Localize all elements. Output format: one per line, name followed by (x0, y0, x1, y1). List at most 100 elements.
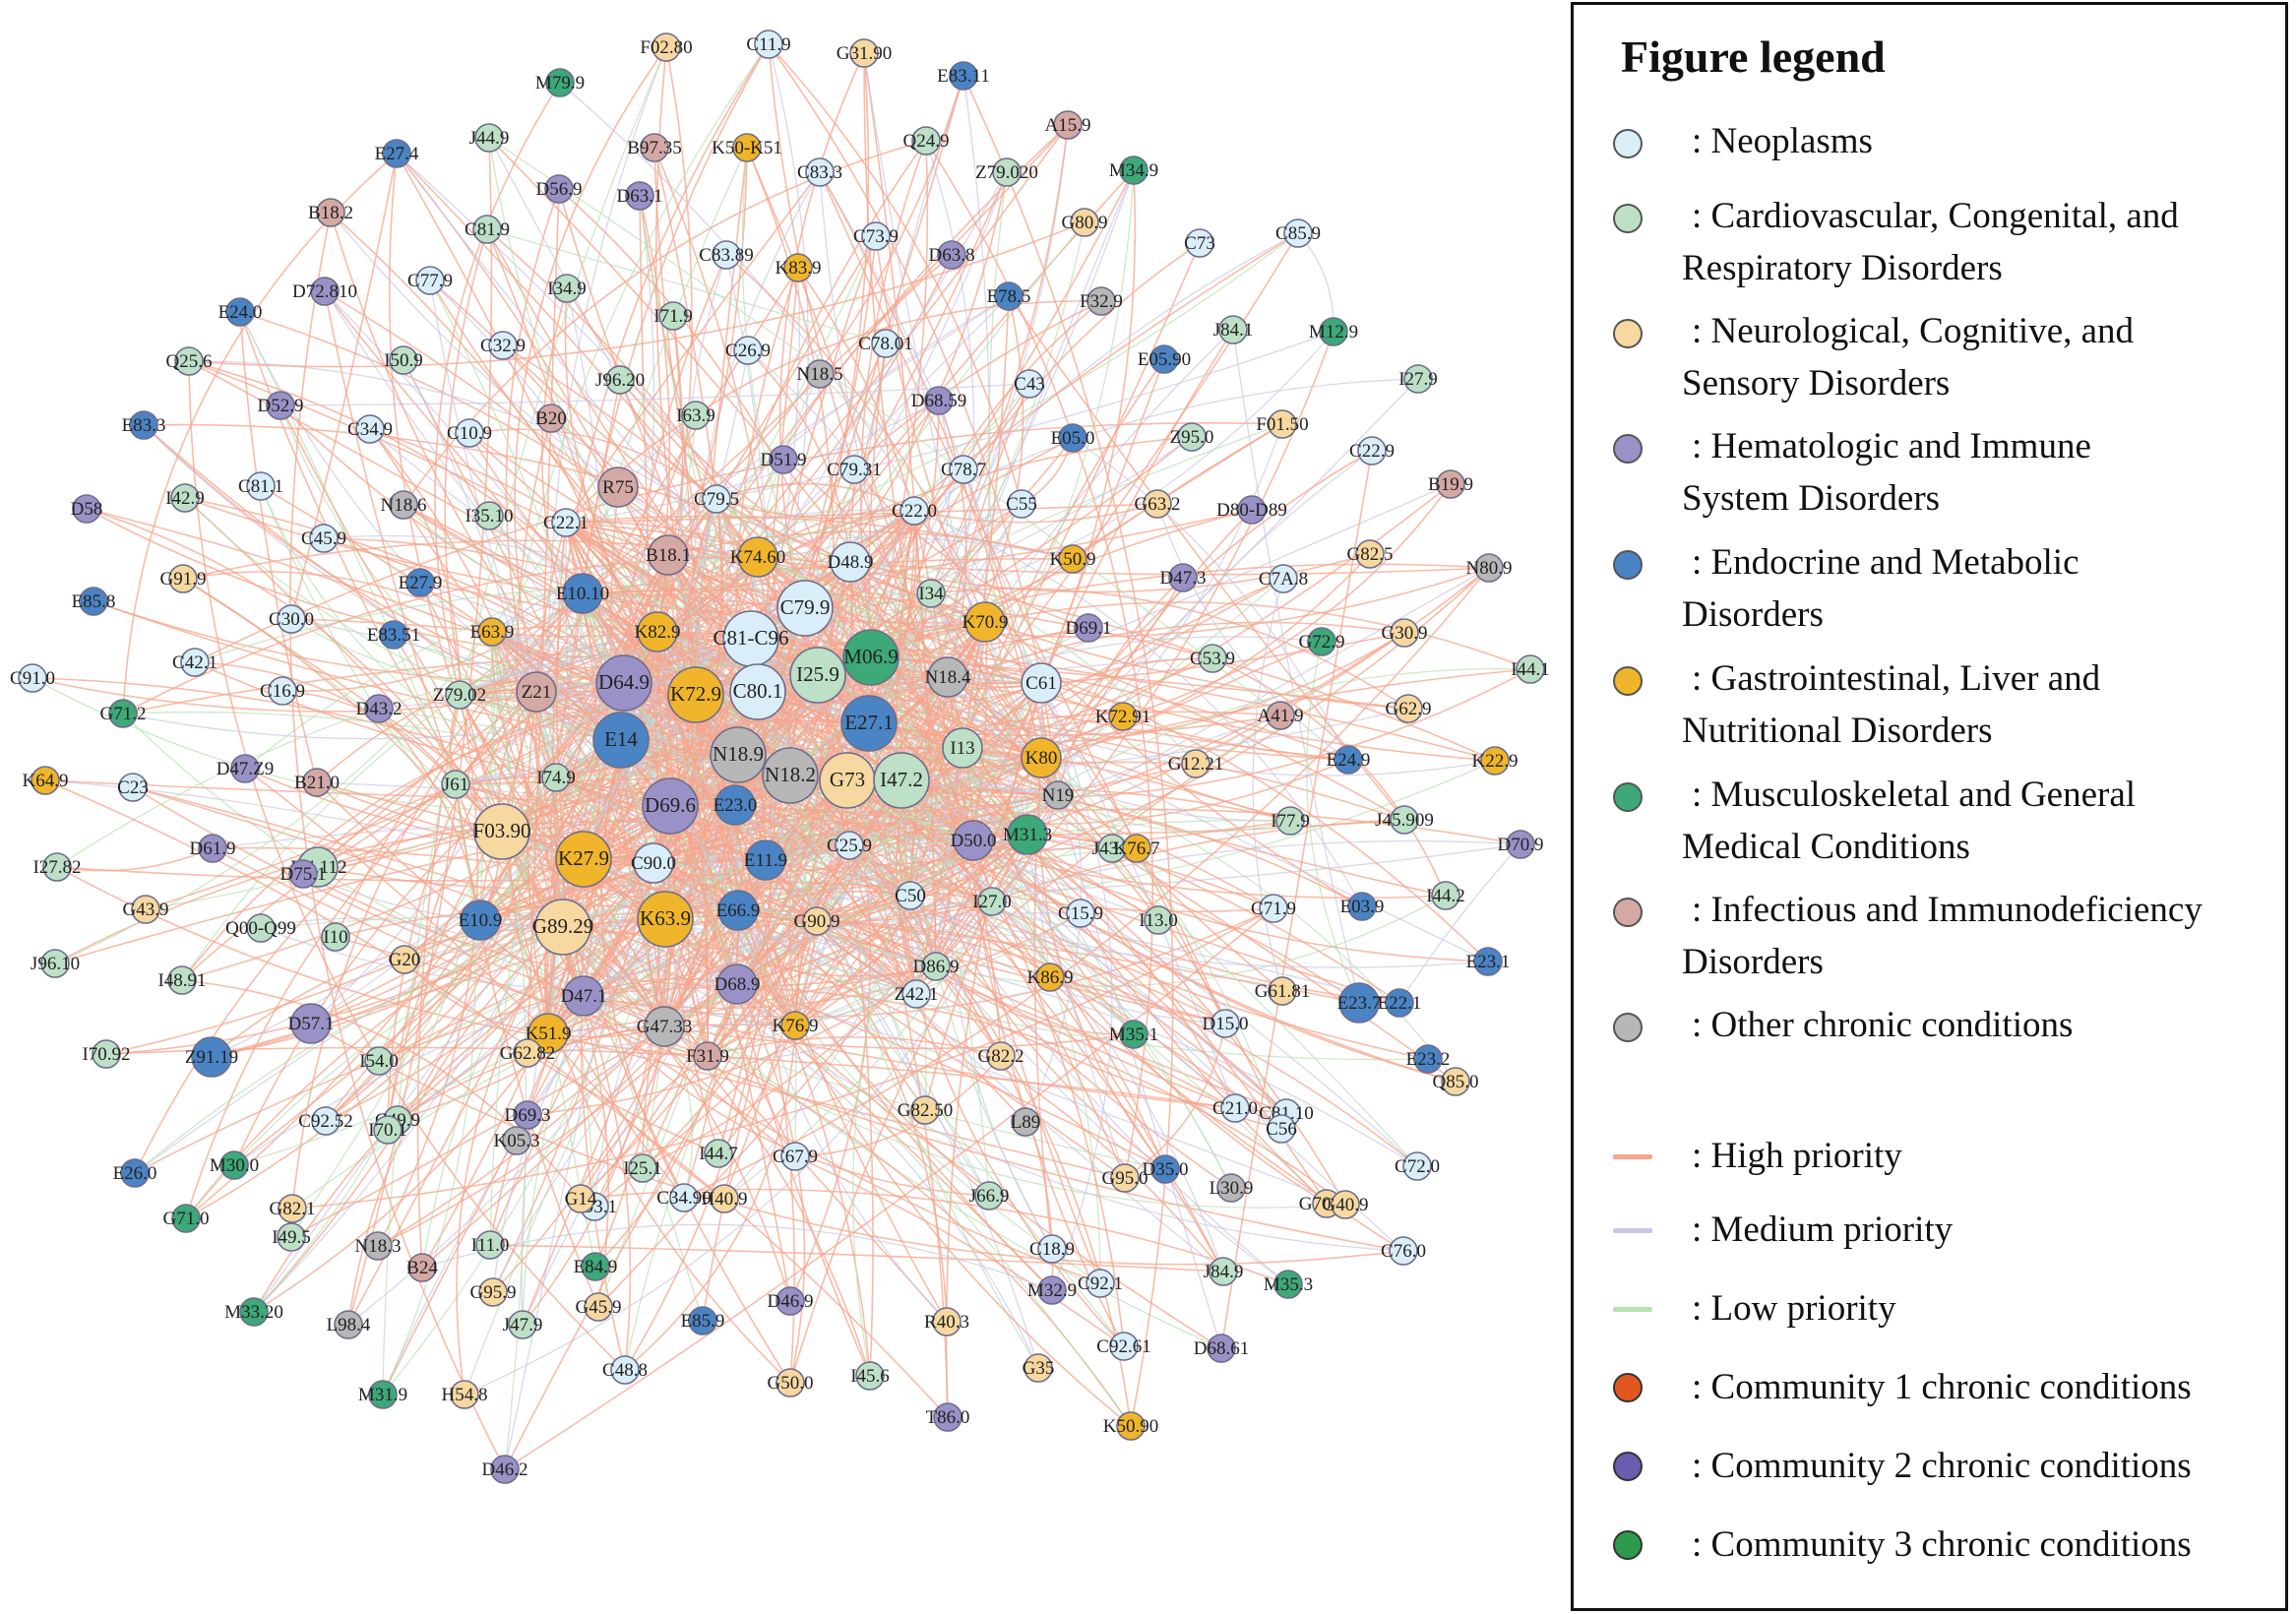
node-label: I63.9 (676, 405, 715, 426)
node-f03-90: F03.90 (473, 803, 530, 860)
node-label: C32.9 (480, 336, 526, 356)
node-circle (508, 1310, 537, 1339)
edge-low-priority (848, 844, 937, 967)
node-label: K22.9 (1472, 751, 1519, 772)
node-label: M30.0 (210, 1155, 259, 1176)
node-circle (191, 1036, 232, 1078)
node-label: B97.35 (627, 138, 681, 158)
node-z95-0: Z95.0 (1170, 422, 1213, 452)
node-circle (776, 1368, 805, 1397)
node-label: I70.1 (368, 1120, 407, 1141)
node-label: G82.1 (270, 1199, 316, 1219)
node-circle (737, 536, 778, 578)
node-circle (455, 418, 484, 448)
node-label: D52.9 (258, 396, 304, 416)
node-label: G90.9 (794, 911, 840, 932)
node-e26-0: E26.0 (113, 1158, 156, 1188)
edge-high-priority (547, 498, 722, 1034)
edge-high-priority (488, 137, 949, 678)
legend-label-continued: Nutritional Disorders (1682, 711, 1993, 751)
node-k86-9: K86.9 (1027, 962, 1073, 992)
node-label: F31.9 (686, 1046, 729, 1067)
node-label: K74.60 (730, 547, 785, 568)
node-circle (415, 266, 445, 295)
node-d56-9: D56.9 (536, 174, 582, 204)
node-circle (901, 979, 931, 1009)
node-label: R75 (602, 477, 634, 498)
node-c48-8: C48.8 (602, 1355, 648, 1385)
node-r75: R75 (597, 466, 639, 508)
node-i11-0: I11.0 (471, 1230, 509, 1260)
node-d51-9: D51.9 (761, 445, 806, 474)
node-c25-9: C25.9 (827, 831, 872, 860)
node-circle (552, 274, 582, 303)
edge-high-priority (653, 147, 717, 500)
node-e11-9: E11.9 (744, 839, 787, 881)
node-label: E03.9 (1340, 897, 1385, 917)
node-c92-1: C92.1 (1078, 1269, 1123, 1298)
node-circle (921, 952, 951, 981)
node-label: C45.9 (301, 528, 346, 549)
node-k50-90: K50.90 (1103, 1411, 1158, 1441)
node-label: D57.1 (288, 1014, 335, 1034)
node-e27-9: E27.9 (399, 568, 442, 597)
node-d69-6: D69.6 (642, 777, 699, 835)
node-c91-0: C91.0 (10, 663, 55, 693)
node-d35-0: D35.0 (1143, 1154, 1188, 1184)
node-label: N18.3 (355, 1236, 402, 1257)
node-label: I25.9 (796, 662, 839, 686)
edge-high-priority (459, 124, 1069, 696)
legend-label: : Infectious and Immunodeficiency (1692, 890, 2203, 930)
edge-high-priority (915, 295, 1010, 995)
node-circle (910, 1095, 940, 1125)
edge-high-priority (1040, 358, 1165, 684)
node-label: I44.7 (699, 1144, 738, 1164)
node-label: E23.1 (1466, 952, 1511, 972)
node-q25-6: Q25.6 (166, 346, 212, 376)
node-n18-3: N18.3 (355, 1231, 402, 1261)
edge-high-priority (527, 1052, 719, 1154)
node-e23-0: E23.0 (714, 784, 757, 826)
node-label: C79.31 (827, 460, 881, 480)
node-j96-10: J96.10 (31, 949, 80, 978)
node-e63-9: E63.9 (470, 617, 514, 647)
node-circle (1086, 1269, 1115, 1298)
edge-high-priority (624, 691, 773, 1371)
node-b97-35: B97.35 (627, 133, 682, 162)
edge-low-priority (750, 609, 986, 640)
edge-high-priority (583, 986, 1346, 1206)
node-label: I25.1 (623, 1158, 662, 1179)
node-circle (527, 1013, 569, 1054)
edge-high-priority (734, 804, 917, 995)
node-g62-82: G62.82 (500, 1038, 555, 1068)
node-c43: C43 (1014, 369, 1045, 399)
legend-label: : Neoplasms (1692, 121, 1873, 161)
node-circle (502, 1126, 531, 1155)
edge-high-priority (182, 571, 493, 633)
node-circle (1021, 662, 1062, 704)
node-z91-19: Z91.19 (185, 1036, 238, 1078)
node-label: F02.80 (640, 37, 692, 58)
node-circle (472, 215, 502, 244)
node-q00-q99: Q00-Q99 (225, 913, 296, 943)
node-circle (1144, 905, 1173, 935)
edge-low-priority (260, 485, 557, 778)
node-e84-9: E84.9 (574, 1252, 617, 1281)
node-label: E23.2 (1406, 1049, 1451, 1070)
node-d58: D58 (71, 494, 102, 524)
node-label: M32.9 (1027, 1280, 1077, 1301)
edge-high-priority (132, 786, 796, 1026)
node-label: L98.4 (327, 1315, 371, 1335)
node-e10-9: E10.9 (459, 900, 502, 941)
edge-low-priority (489, 147, 748, 1246)
node-i35-10: I35.10 (465, 501, 514, 530)
legend-swatch-infe (1613, 898, 1643, 927)
node-c18-9: C18.9 (1029, 1234, 1075, 1264)
node-label: D80-D89 (1216, 500, 1287, 521)
node-i27-82: I27.82 (32, 852, 82, 882)
node-label: G20 (389, 950, 421, 970)
figure-legend: Figure legend : Neoplasms: Cardiovascula… (1571, 2, 2288, 1611)
node-g62-9: G62.9 (1386, 694, 1431, 723)
node-label: M35.1 (1109, 1024, 1158, 1045)
